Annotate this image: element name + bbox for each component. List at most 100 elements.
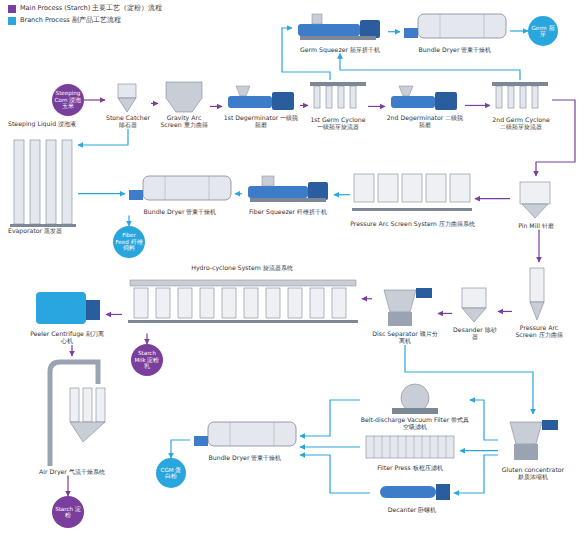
branch-flow-arrow: [340, 53, 520, 80]
motor: [308, 182, 328, 200]
equipment-node: Hydro-cyclone System 旋流器系统: [122, 264, 362, 333]
cyclone: [520, 86, 526, 108]
branch-flow-arrow: [78, 193, 125, 194]
equipment-label: Germ Squeezer 胚芽挤干机: [292, 46, 388, 53]
main-flow-arrow: [84, 99, 105, 100]
branch-flow-arrow: [171, 440, 190, 458]
squeezer-body: [298, 24, 360, 36]
equipment-node: 1st Degerminator 一级脱胚磨: [222, 84, 300, 129]
product-circle: Starch 淀粉: [52, 496, 84, 528]
equipment-node: 2nd Degerminator 二级脱胚磨: [385, 84, 465, 129]
equipment-label: Air Dryer 气流干燥系统: [30, 468, 114, 475]
equipment-label: Steeping Liquid 浸泡液: [8, 120, 78, 127]
desander-cone: [462, 308, 486, 322]
equipment-node: Decanter 卧螺机: [370, 480, 454, 513]
equipment-label: Germ 胚芽: [530, 25, 556, 38]
motor: [436, 484, 450, 500]
main-flow-arrow: [475, 198, 510, 199]
equipment-label: Starch Milk 淀粉乳: [133, 350, 161, 369]
base: [514, 444, 538, 460]
equipment-label: Bundle Dryer 管束干燥机: [400, 46, 510, 53]
feed-funnel: [399, 86, 413, 96]
drum-rib: [484, 14, 485, 38]
base: [128, 320, 358, 323]
dryer-drum: [208, 422, 296, 446]
branch-flow-arrow: [405, 345, 533, 414]
base: [10, 224, 76, 227]
main-flow-arrow: [538, 229, 539, 262]
equipment-node: Stone Catcher 除石器: [105, 80, 151, 129]
equipment-node: Belt-discharge Vacuum Filter 带式真空吸滤机: [360, 382, 470, 431]
equipment-node: 1st Germ Cyclone 一级胚芽旋流器: [308, 80, 368, 131]
drum-rib: [209, 176, 210, 200]
equipment-label: 1st Degerminator 一级脱胚磨: [222, 114, 300, 129]
equipment-label: Bundle Dryer 管束干燥机: [190, 454, 300, 461]
cyclone: [350, 86, 356, 108]
branch-flow-arrow: [300, 400, 360, 436]
motor: [86, 300, 100, 320]
branch-flow-arrow: [388, 31, 400, 32]
main-flow-arrow: [362, 298, 372, 299]
mill-body: [228, 96, 272, 108]
equipment-label: Gluten concentrator 麸质浓缩机: [498, 466, 568, 481]
equipment-label: Filter Press 板框压滤机: [360, 464, 460, 471]
arc-screen: [354, 174, 374, 202]
centrifuge-body: [36, 292, 86, 324]
evaporator-column: [62, 140, 72, 224]
cyclone-stage: [134, 288, 148, 318]
cyclone: [496, 86, 502, 108]
branch-flow-arrow: [300, 446, 360, 447]
header-pipe: [310, 82, 366, 86]
cyclone-stage: [156, 288, 170, 318]
main-flow-arrow: [71, 345, 72, 356]
mill-cone: [522, 204, 548, 218]
product-circle: Starch Milk 淀粉乳: [131, 344, 163, 376]
equipment-label: Pin Mill 针磨: [510, 222, 562, 229]
legend-swatch: [8, 17, 16, 25]
evaporator-column: [14, 140, 24, 224]
main-flow-arrow: [536, 100, 575, 176]
equipment-node: Pressure Arc Screen 压力曲筛: [512, 262, 566, 339]
equipment-node: 2nd Germ Cyclone 二级胚芽旋流器: [490, 80, 552, 131]
main-flow-arrow: [67, 475, 68, 496]
main-flow-arrow: [438, 313, 452, 314]
equipment-node: Air Dryer 气流干燥系统: [30, 356, 114, 475]
equipment-label: Evaporator 蒸发器: [8, 227, 78, 234]
main-flow-arrow: [146, 333, 147, 344]
legend-text: Branch Process 副产品工艺流程: [20, 16, 121, 25]
motor: [194, 436, 208, 446]
equipment-node: Fiber Squeezer 纤维挤干机: [242, 174, 334, 215]
equipment-label: 1st Germ Cyclone 一级胚芽旋流器: [308, 116, 368, 131]
equipment-label: CGM 蛋白粉: [158, 467, 184, 480]
main-flow-arrow: [498, 311, 512, 312]
press-plates: [374, 436, 446, 458]
mill-body: [391, 96, 435, 108]
branch-flow-arrow: [300, 455, 370, 493]
separator-bowl: [510, 422, 542, 444]
equipment-label: Stone Catcher 除石器: [105, 114, 151, 129]
base: [250, 198, 326, 202]
equipment-label: 2nd Germ Cyclone 二级胚芽旋流器: [490, 116, 552, 131]
equipment-node: Gravity Arc Screen 重力曲筛: [158, 78, 210, 129]
motor: [360, 20, 380, 38]
equipment-label: Steeping Corn 浸泡玉米: [54, 90, 82, 109]
hopper: [312, 14, 322, 24]
cyclone: [326, 86, 332, 108]
cyclone: [83, 388, 92, 422]
cyclone-stage: [266, 288, 280, 318]
screen-cone: [530, 302, 544, 320]
legend: Main Process (Starch) 主要工艺（淀粉）流程Branch P…: [8, 4, 162, 28]
base: [388, 312, 412, 326]
desander-body: [462, 288, 486, 308]
decanter-body: [380, 486, 436, 498]
arc-screen: [450, 174, 470, 202]
cyclone-stage: [200, 288, 214, 318]
evaporator-column: [46, 140, 56, 224]
equipment-node: Desander 除砂器: [452, 282, 498, 341]
equipment-label: Pressure Arc Screen 压力曲筛: [512, 324, 566, 339]
base: [300, 36, 376, 40]
main-flow-arrow: [106, 314, 122, 315]
equipment-node: Pressure Arc Screen System 压力曲筛系统: [350, 170, 475, 227]
